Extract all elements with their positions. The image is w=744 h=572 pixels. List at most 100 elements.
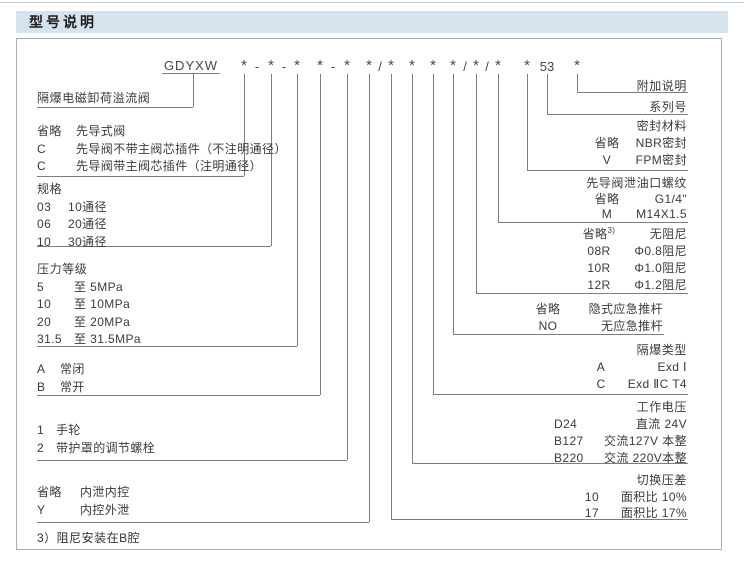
option-desc: 至 31.5MPa	[74, 332, 141, 346]
option-row: 31.5 至 31.5MPa	[37, 331, 141, 349]
option-row: 10 至 10MPa	[37, 296, 141, 314]
connector-vline	[193, 73, 194, 107]
option-code: B	[37, 379, 46, 394]
option-desc: 内控外泄	[80, 502, 130, 517]
option-code: 1	[37, 423, 45, 437]
connector-vline	[391, 74, 392, 519]
valve-name-label: 隔爆电磁卸荷溢流阀	[37, 91, 151, 105]
option-desc: 手轮	[56, 423, 81, 437]
page-top-rule	[0, 2, 744, 3]
option-desc: Φ0.8阻尼	[634, 244, 687, 258]
option-desc: 至 10MPa	[74, 297, 131, 311]
code-separator: -	[254, 59, 260, 74]
option-desc: 交流127V 本整	[604, 434, 687, 448]
option-row: A Exd Ⅰ	[594, 359, 687, 376]
option-code: A	[37, 362, 46, 376]
code-asterisk: *	[473, 57, 479, 74]
group-pressure-grade: 压力等级 5 至 5MPa 10 至 10MPa 20 至 20MPa 31.5…	[37, 261, 141, 349]
option-code: 省略	[594, 136, 620, 150]
option-desc: 至 5MPa	[74, 279, 124, 294]
connector-hline	[37, 246, 271, 247]
option-row: 省略 G1/4"	[586, 192, 687, 208]
model-code-prefix: GDYXW	[162, 58, 220, 74]
option-code: 省略	[594, 191, 620, 206]
connector-hline	[37, 176, 244, 177]
group-drain-control: 省略 内泄内控 Y 内控外泄	[37, 484, 130, 519]
option-row: 10 面积比 10%	[582, 489, 687, 506]
option-code: 10	[37, 234, 52, 249]
group-additional-note: 附加说明	[637, 78, 687, 95]
option-desc: 隐式应急推杆	[588, 302, 663, 316]
option-code: A	[596, 360, 606, 374]
code-asterisk: *	[344, 57, 350, 74]
connector-vline	[453, 74, 454, 334]
option-row: Y 内控外泄	[37, 502, 130, 520]
connector-hline	[37, 346, 297, 347]
connector-hline	[391, 519, 688, 520]
connector-vline	[498, 74, 499, 222]
option-row: 1 手轮	[37, 422, 155, 440]
option-desc: 常开	[60, 379, 85, 394]
code-asterisk: *	[524, 57, 530, 74]
footnote-marker: 3)	[607, 226, 616, 235]
option-row: B220 交流 220V本整	[554, 450, 687, 467]
option-code: 12R	[587, 278, 611, 292]
option-desc: 交流 220V本整	[604, 451, 687, 465]
group-heading: 切换压差	[636, 473, 687, 487]
option-code: M	[601, 207, 613, 221]
group-seal-material: 密封材料 省略 NBR密封 V FPM密封	[592, 118, 687, 169]
option-row: 省略 NBR密封	[592, 135, 687, 152]
option-row: C 先导阀带主阀芯插件（注明通径）	[37, 158, 287, 176]
code-asterisk: *	[495, 57, 501, 74]
code-separator: -	[281, 59, 287, 74]
group-heading: 规格	[37, 182, 63, 196]
connector-vline	[527, 74, 528, 170]
group-heading: 隔爆类型	[636, 343, 687, 357]
connector-hline	[498, 222, 688, 223]
code-asterisk: *	[574, 57, 580, 74]
connector-vline	[577, 74, 578, 92]
option-code: 省略3)	[582, 226, 616, 242]
group-label: 附加说明	[636, 79, 687, 93]
connector-hline	[37, 395, 320, 396]
option-row: 省略 内泄内控	[37, 484, 130, 502]
section-title-bar: 型号说明	[16, 11, 728, 33]
connector-hline	[433, 394, 688, 395]
group-series-number: 系列号	[649, 99, 687, 116]
connector-hline	[527, 170, 688, 171]
connector-vline	[271, 74, 272, 246]
option-code: 08R	[587, 244, 611, 258]
option-row: A 常闭	[37, 361, 85, 379]
option-code: C	[596, 377, 606, 391]
option-desc: G1/4"	[654, 191, 687, 206]
connector-vline	[412, 74, 413, 463]
code-asterisk: *	[317, 57, 323, 74]
code-series-number: 53	[539, 59, 555, 74]
option-code: 10	[37, 297, 52, 311]
option-desc: M14X1.5	[636, 207, 687, 221]
group-pilot-drain-thread: 先导阀泄油口螺纹 省略 G1/4" M M14X1.5	[586, 176, 687, 223]
option-code: Y	[37, 502, 46, 517]
option-desc: 面积比 10%	[620, 489, 687, 504]
connector-hline	[577, 92, 688, 93]
option-code: 省略	[535, 302, 561, 316]
option-desc: 常闭	[60, 362, 85, 376]
connector-vline	[297, 74, 298, 346]
connector-hline	[37, 107, 193, 108]
option-row: B127 交流127V 本整	[554, 433, 687, 450]
option-row: 2 带护罩的调节螺栓	[37, 440, 155, 458]
option-row: 10R Φ1.0阻尼	[580, 260, 687, 277]
connector-hline	[412, 463, 688, 464]
option-code: D24	[554, 417, 578, 431]
code-asterisk: *	[430, 57, 436, 74]
option-code: 06	[37, 217, 52, 231]
connector-hline	[476, 293, 688, 294]
group-heading: 先导阀泄油口螺纹	[586, 176, 687, 190]
connector-hline	[453, 334, 664, 335]
connector-vline	[244, 74, 245, 176]
option-row: 10 30通径	[37, 234, 107, 252]
option-desc: 20通径	[68, 217, 107, 231]
connector-hline	[37, 522, 369, 523]
group-switch-pressure-diff: 切换压差 10 面积比 10% 17 面积比 17%	[582, 472, 687, 522]
option-desc: 先导阀带主阀芯插件（注明通径）	[76, 159, 263, 173]
